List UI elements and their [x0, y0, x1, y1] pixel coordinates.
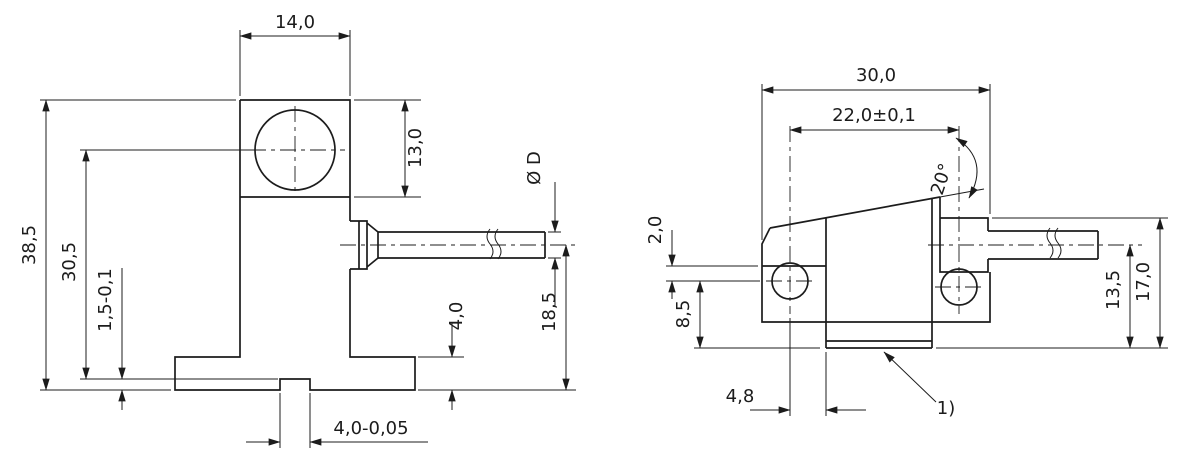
dim-head-width-extension	[239, 30, 351, 96]
dim-side-width-label: 30,0	[856, 65, 896, 86]
dim-slot-width-label: 4,0-0,05	[333, 418, 408, 439]
dim-hole-to-bottom-label: 8,5	[673, 300, 694, 329]
side-sensor-body	[825, 198, 933, 349]
dim-side-width-extension	[761, 84, 991, 240]
dim-total-height-label: 38,5	[19, 225, 40, 265]
dim-axis-to-slot-extension	[80, 149, 278, 380]
side-tilted-top-face	[769, 196, 941, 229]
front-cable-gland	[350, 220, 379, 270]
dim-side-height-label: 17,0	[1133, 262, 1154, 302]
dim-axis-to-bottom-label: 18,5	[539, 292, 560, 332]
dim-top-to-hole-label: 2,0	[645, 216, 666, 245]
dim-hole-spacing-label: 22,0±0,1	[832, 105, 916, 126]
dim-base-height-label: 4,0	[446, 302, 467, 331]
dim-cable-diameter-label: Ø D	[524, 151, 545, 185]
footnote-leader-line	[883, 351, 937, 403]
dim-axis-to-slot-label: 30,5	[59, 242, 80, 282]
dim-slot-depth-label: 1,5-0,1	[95, 268, 116, 332]
front-body-outline	[174, 99, 416, 391]
dim-head-height-extension	[354, 99, 421, 198]
dim-slot-width-extension	[279, 393, 311, 448]
dim-axis-bottom-label: 13,5	[1103, 270, 1124, 310]
dim-hole-to-edge-extension	[789, 318, 827, 416]
side-cable-break-symbol	[1046, 227, 1062, 259]
dim-head-width-label: 14,0	[275, 12, 315, 33]
dim-angle-label: 20°	[927, 161, 957, 198]
side-view: 30,0 22,0±0,1 20° 2,0 8,5 13,5 17,0 4,8	[645, 65, 1168, 419]
front-cable-break-symbol	[486, 228, 502, 260]
dim-angle-arc	[955, 137, 978, 199]
front-view: 14,0 13,0 38,5 30,5 1,5-0,1 4,0 18,5 Ø D	[19, 12, 578, 448]
dim-hole-to-edge-label: 4,8	[726, 386, 755, 407]
dim-total-height-extension	[40, 99, 236, 391]
footnote-ref-label: 1)	[937, 398, 955, 419]
side-cable-shaft	[988, 230, 1099, 260]
side-bracket-outline	[761, 227, 991, 323]
dim-top-to-hole-extension	[666, 265, 760, 282]
dim-head-height-label: 13,0	[405, 128, 426, 168]
